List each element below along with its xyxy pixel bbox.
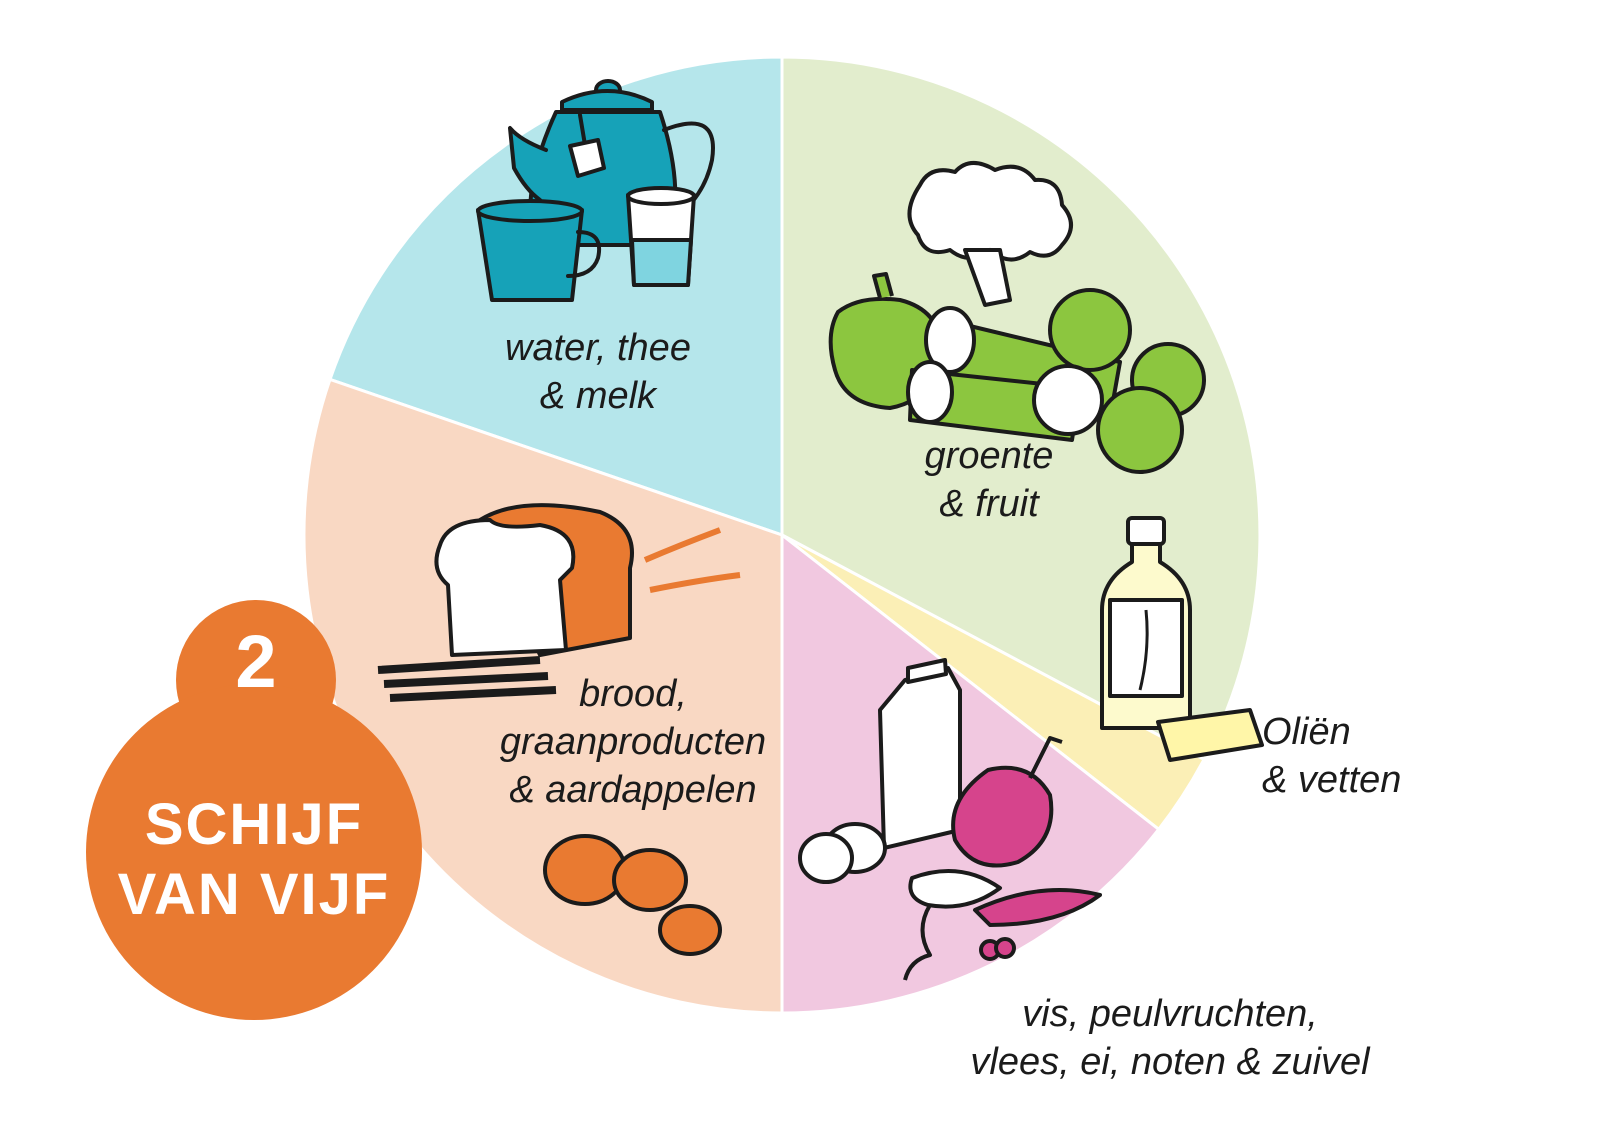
label-line: water, thee bbox=[505, 327, 691, 369]
segment-label-vis: vis, peulvruchten, vlees, ei, noten & zu… bbox=[940, 990, 1400, 1086]
label-line: vlees, ei, noten & zuivel bbox=[970, 1041, 1370, 1083]
vegetables-fruit-icon bbox=[828, 161, 1206, 474]
badge-title: SCHIJF VAN VIJF bbox=[86, 790, 422, 930]
label-line: & vetten bbox=[1262, 759, 1402, 801]
label-line: vis, peulvruchten, bbox=[1022, 993, 1318, 1035]
schijf-van-vijf-logo: 2 SCHIJF VAN VIJF bbox=[86, 600, 426, 1020]
segment-label-groente: groente & fruit bbox=[894, 432, 1084, 528]
oil-bottle-butter-icon bbox=[1100, 516, 1264, 762]
label-line: brood, bbox=[579, 673, 687, 715]
label-line: groente bbox=[924, 435, 1054, 477]
segment-label-brood: brood, graanproducten & aardappelen bbox=[478, 670, 788, 814]
label-line: & aardappelen bbox=[509, 769, 757, 811]
label-line: & fruit bbox=[939, 483, 1039, 525]
badge-number: 2 bbox=[235, 620, 277, 703]
label-line: Oliën bbox=[1262, 711, 1351, 753]
segment-label-olien: Oliën & vetten bbox=[1262, 708, 1401, 804]
bread-grain-potato-icon bbox=[377, 503, 741, 956]
teapot-cup-glass-icon bbox=[476, 79, 715, 302]
badge-title-line: VAN VIJF bbox=[117, 862, 391, 927]
badge-main-circle bbox=[86, 684, 422, 1020]
milk-meat-fish-egg-icon bbox=[798, 658, 1102, 981]
label-line: graanproducten bbox=[499, 721, 767, 763]
label-line: & melk bbox=[539, 375, 657, 417]
badge-title-line: SCHIJF bbox=[144, 792, 364, 857]
segment-label-water: water, thee & melk bbox=[468, 324, 728, 420]
